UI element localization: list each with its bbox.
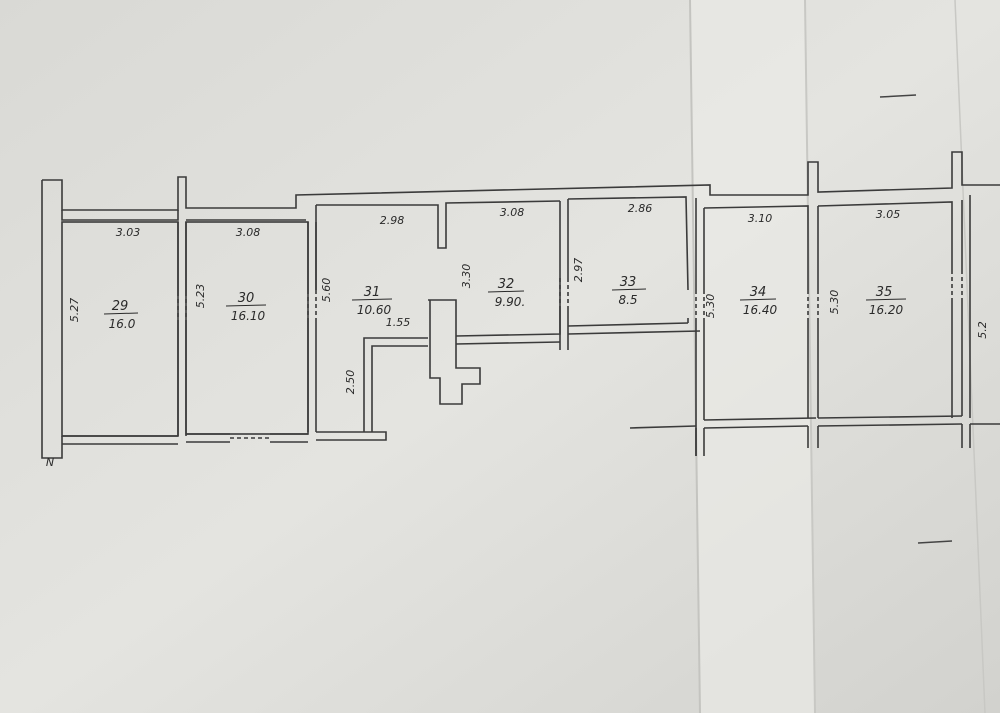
room-32-depth: 3.30 <box>460 264 473 289</box>
fraction-line <box>225 304 267 307</box>
room-35-width: 3.05 <box>876 208 901 221</box>
room-labels: 29 16.0 3.03 5.27 30 16.10 3.08 5.23 31 … <box>46 202 989 469</box>
room-34-depth: 5.30 <box>704 294 717 319</box>
room-31-number: 31 <box>364 285 381 300</box>
outer-wall-left <box>41 180 63 459</box>
paper-fold-line <box>689 0 701 713</box>
room-33-width: 2.86 <box>628 202 653 215</box>
room-30-width: 3.08 <box>236 226 261 239</box>
room-33-depth: 2.97 <box>572 258 585 283</box>
outer-wall-top <box>42 151 1000 211</box>
corridor-width: 1.55 <box>386 316 411 329</box>
room-34-number: 34 <box>750 285 767 300</box>
fraction-line <box>611 288 647 291</box>
room-29-width: 3.03 <box>116 226 141 239</box>
fraction-line <box>351 298 393 301</box>
fraction-line <box>487 290 525 293</box>
room-32-width: 3.08 <box>500 206 525 219</box>
room-30-area: 16.10 <box>231 309 266 323</box>
room-31-area: 10.60 <box>357 303 392 317</box>
room-32-number: 32 <box>498 277 515 292</box>
right-edge-dimension: 5.2 <box>976 321 989 339</box>
fraction-line <box>739 298 777 301</box>
room-34-area: 16.40 <box>743 303 778 317</box>
room-30-depth: 5.23 <box>194 284 207 309</box>
margin-mark <box>879 94 917 98</box>
room-34-width: 3.10 <box>748 212 773 225</box>
fraction-line <box>865 298 907 301</box>
fraction-line <box>103 312 139 315</box>
paper-fold-line <box>804 0 816 713</box>
wall-inner <box>61 210 179 221</box>
walls <box>41 151 1000 459</box>
room-35-area: 16.20 <box>869 303 904 317</box>
margin-mark <box>917 540 953 544</box>
corridor-depth: 2.50 <box>344 370 357 395</box>
room-29-depth: 5.27 <box>68 298 81 323</box>
room-33-number: 33 <box>620 275 637 290</box>
room-29-area: 16.0 <box>109 317 136 331</box>
paper-fold-panel <box>690 0 815 713</box>
room-33-area: 8.5 <box>618 293 637 307</box>
room-31-depth: 5.60 <box>320 278 333 303</box>
room-31-width: 2.98 <box>380 214 405 227</box>
room-32-area: 9.90. <box>495 295 526 309</box>
room-35-number: 35 <box>876 285 893 300</box>
room-30-number: 30 <box>238 291 255 306</box>
doors <box>177 270 963 439</box>
north-mark: N <box>46 456 54 469</box>
room-35-depth: 5.30 <box>828 290 841 315</box>
room-29-number: 29 <box>112 299 129 314</box>
